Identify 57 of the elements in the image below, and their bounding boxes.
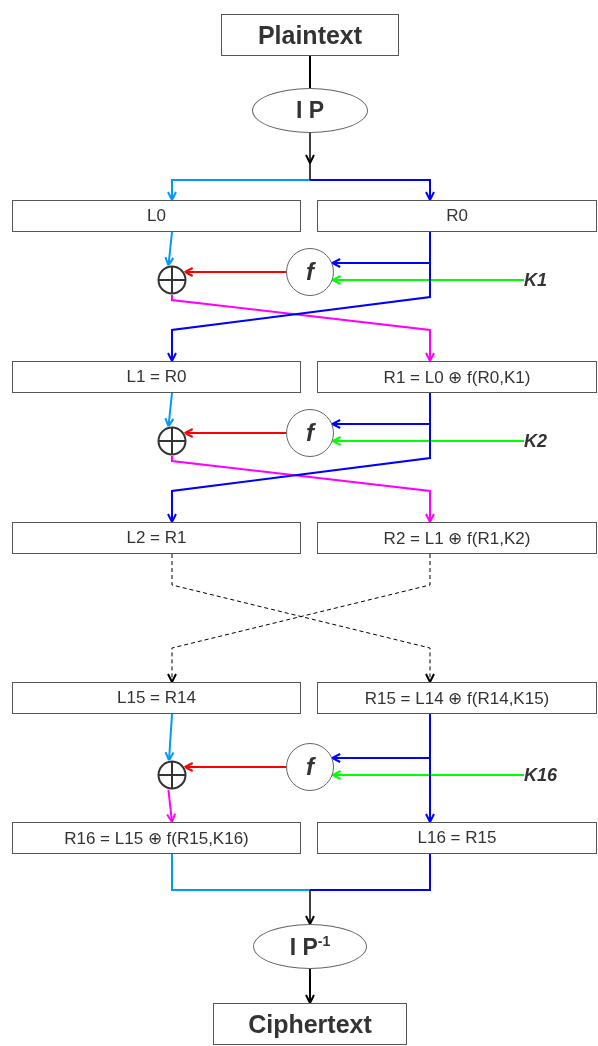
node-label: L2 = R1	[126, 528, 187, 548]
node-label: L15 = R14	[117, 688, 196, 708]
arrow	[167, 179, 311, 201]
node-label: L1 = R0	[126, 367, 187, 387]
arrow	[171, 455, 435, 523]
node-label: I P	[295, 97, 325, 124]
arrow	[167, 392, 431, 523]
node-label: R16 = L15 ⊕ f(R15,K16)	[64, 827, 249, 849]
node-label: R15 = L14 ⊕ f(R14,K15)	[364, 687, 550, 709]
function-circle	[286, 743, 334, 791]
arrow	[309, 179, 435, 201]
block-box	[12, 200, 301, 232]
arrow	[164, 713, 175, 762]
arrow	[183, 428, 287, 438]
node-label: R0	[446, 206, 468, 226]
arrow	[164, 231, 175, 267]
xor-symbol	[157, 760, 187, 790]
arrow	[167, 231, 431, 362]
node-label: I P$^{-1}$	[289, 932, 331, 961]
node-label: L0	[147, 206, 166, 226]
node-label: Ciphertext	[248, 1009, 372, 1039]
xor-symbol	[157, 265, 187, 295]
arrow	[305, 889, 315, 925]
arrow	[183, 762, 287, 772]
key-label: K2	[524, 430, 547, 452]
block-box	[317, 200, 597, 232]
node-label: L16 = R15	[417, 828, 497, 848]
block-box	[317, 822, 597, 854]
block-box	[317, 361, 597, 393]
key-label: K16	[524, 764, 558, 786]
function-circle	[286, 409, 334, 457]
function-circle	[286, 248, 334, 296]
arrow	[425, 713, 435, 823]
arrow	[331, 770, 525, 780]
function-label: f	[306, 419, 314, 447]
block-box	[12, 822, 301, 854]
node-label: Plaintext	[257, 20, 363, 50]
function-label: f	[306, 753, 314, 781]
block-box	[12, 522, 301, 554]
arrow	[166, 788, 177, 823]
block-box	[12, 361, 301, 393]
block-box	[317, 682, 597, 714]
node-label: R2 = L1 ⊕ f(R1,K2)	[383, 527, 531, 549]
arrow	[164, 392, 175, 428]
block-box	[213, 1003, 407, 1045]
node-label: R1 = L0 ⊕ f(R0,K1)	[383, 366, 531, 388]
block-box	[12, 682, 301, 714]
arrow	[305, 968, 315, 1004]
block-box	[221, 14, 399, 56]
xor-symbol	[157, 426, 187, 456]
key-label: K1	[524, 269, 547, 291]
arrow	[331, 436, 525, 446]
block-box	[317, 522, 597, 554]
arrow	[183, 267, 287, 277]
function-label: f	[306, 258, 314, 286]
arrow	[171, 294, 435, 362]
arrow	[331, 275, 525, 285]
